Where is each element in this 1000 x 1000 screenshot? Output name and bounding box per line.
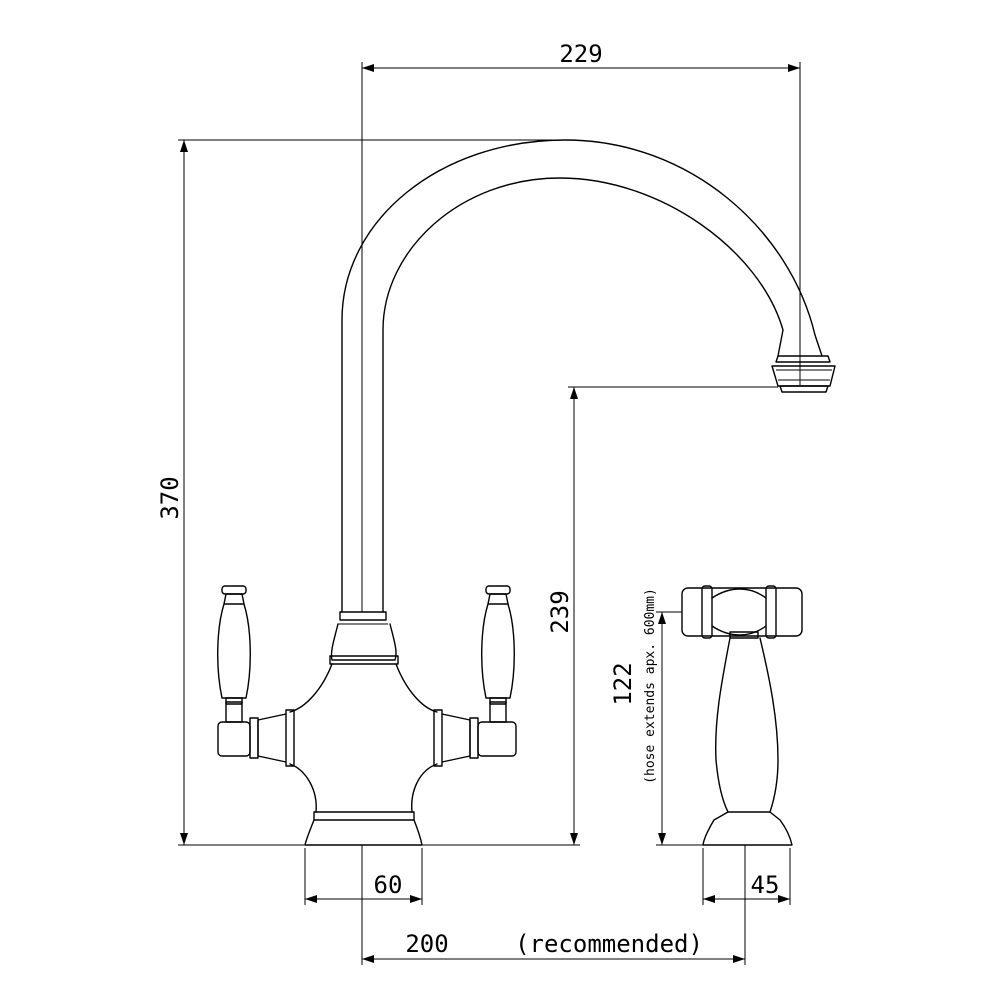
hose-note-label: (hose extends apx. 600mm) (643, 588, 658, 784)
handspray-height-label: 122 (609, 662, 637, 705)
spout-aerator (771, 355, 836, 393)
dimension-spacing: 200 (recommended) (361, 845, 746, 965)
spout-clearance-label: 239 (546, 590, 574, 633)
dimension-overall-height: 370 (156, 139, 565, 846)
spout-collar (338, 611, 388, 625)
dimension-spout-clearance: 239 (422, 386, 778, 846)
base-diameter-label: 60 (374, 871, 403, 899)
handspray-base-label: 45 (751, 871, 780, 899)
spout-outer-line (341, 139, 823, 613)
right-valve (433, 701, 517, 767)
left-valve (217, 701, 295, 767)
kitchen-mixer-tap (217, 139, 836, 846)
body-lower-left (289, 763, 317, 813)
body-ring (329, 655, 399, 665)
body-right-flank (395, 663, 438, 713)
spacing-label: 200 (405, 930, 448, 958)
spacing-note-label: (recommended) (515, 930, 703, 958)
overall-height-label: 370 (156, 476, 184, 519)
dimension-handspray-base: 45 (702, 848, 791, 905)
body-lower-right (411, 763, 438, 813)
dimension-handspray-height: 122 (hose extends apx. 600mm) (609, 588, 703, 846)
dimension-spout-reach: 229 (361, 40, 801, 612)
left-lever-handle (217, 585, 251, 705)
hand-spray (681, 585, 803, 846)
tap-body (330, 623, 397, 661)
spout-inner-line (382, 177, 784, 613)
spout-reach-label: 229 (559, 40, 602, 68)
tap-base (304, 811, 423, 846)
right-lever-handle (481, 585, 515, 705)
body-left-flank (289, 663, 333, 713)
dimension-base-diameter: 60 (304, 848, 423, 905)
